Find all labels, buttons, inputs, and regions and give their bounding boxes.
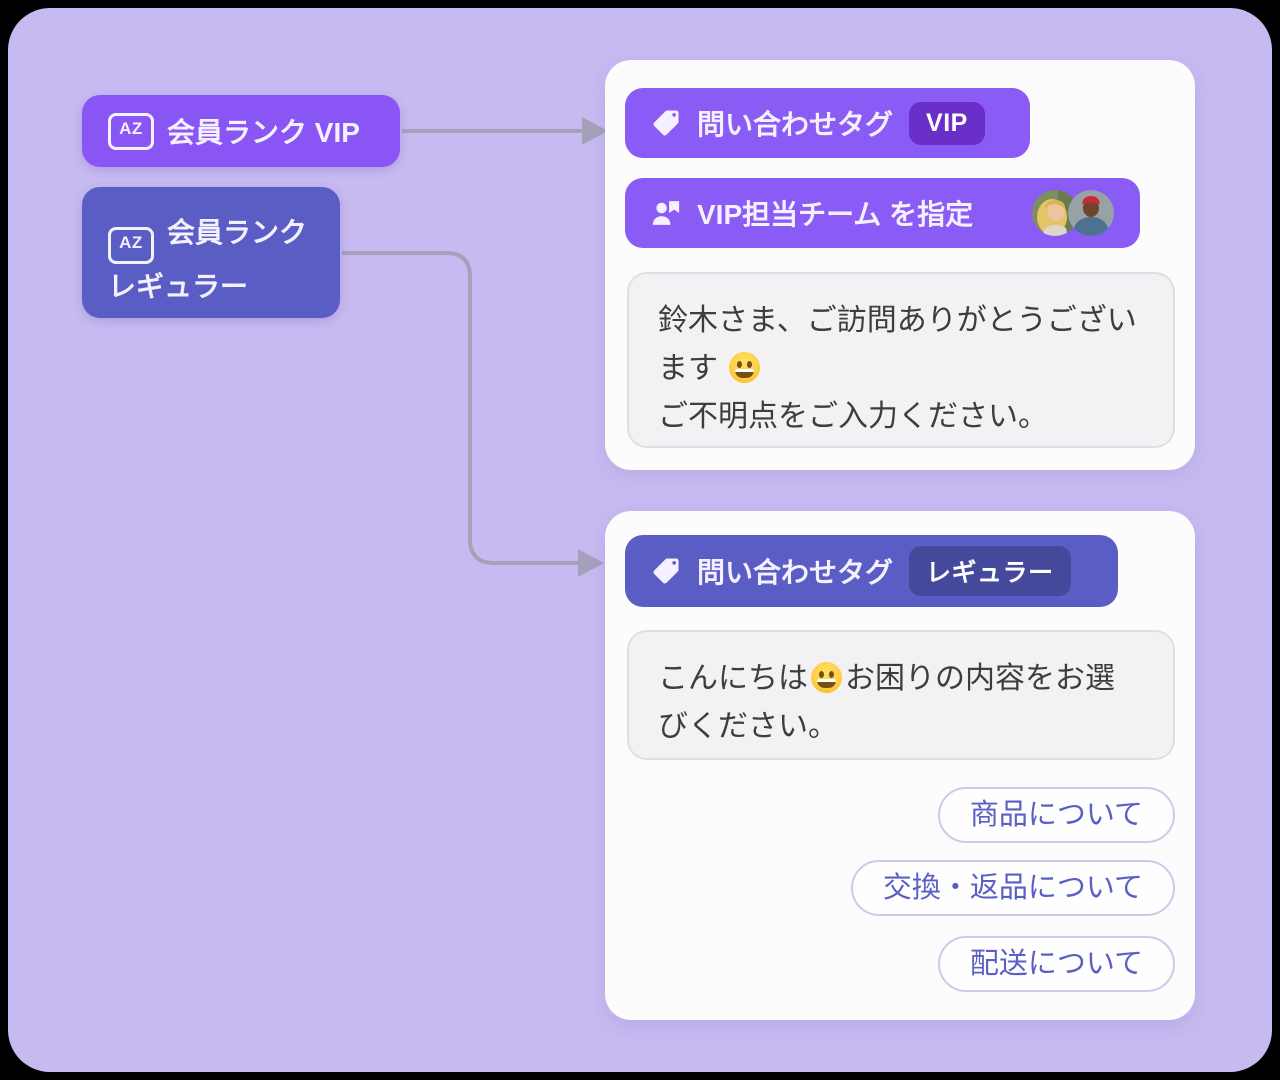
quick-reply-button-shipping[interactable]: 配送について — [937, 936, 1175, 992]
tag-value-chip-vip: VIP — [909, 101, 985, 145]
attribute-vip-label: 会員ランク VIP — [167, 117, 360, 148]
avatar-man-red-cap-agent — [1068, 190, 1114, 236]
inquiry-tag-label: 問い合わせタグ — [697, 557, 894, 588]
inquiry-tag-pill-vip[interactable]: 問い合わせタグ VIP — [625, 88, 1030, 158]
az-attribute-icon: AZ — [108, 227, 154, 264]
avatar-blonde-woman-agent — [1032, 190, 1078, 236]
attribute-regular-label: 会員ランク レギュラー — [108, 217, 308, 302]
assign-team-pill[interactable]: VIP担当チーム を指定 — [625, 178, 1140, 248]
quick-reply-button-returns[interactable]: 交換・返品について — [850, 860, 1175, 916]
az-attribute-icon: AZ — [108, 112, 154, 150]
regular-chat-message-bubble: こんにちはお困りの内容をお選びください。 — [627, 630, 1175, 760]
attribute-badge-vip[interactable]: AZ 会員ランク VIP — [82, 95, 400, 167]
inquiry-tag-pill-regular[interactable]: 問い合わせタグ レギュラー — [625, 535, 1118, 607]
assign-team-label: VIP担当チーム を指定 — [697, 199, 974, 230]
person-flag-icon — [651, 198, 681, 228]
vip-chat-message-bubble: 鈴木さま、ご訪問ありがとうございます ご不明点をご入力ください。 — [627, 272, 1175, 448]
tag-icon — [651, 556, 681, 586]
grinning-emoji — [811, 662, 842, 693]
inquiry-tag-label: 問い合わせタグ — [697, 109, 894, 140]
quick-reply-button-products[interactable]: 商品について — [937, 787, 1175, 843]
tag-value-chip-regular: レギュラー — [909, 546, 1071, 596]
grinning-emoji — [729, 352, 761, 383]
team-avatars — [1032, 190, 1114, 236]
tag-icon — [651, 108, 681, 138]
